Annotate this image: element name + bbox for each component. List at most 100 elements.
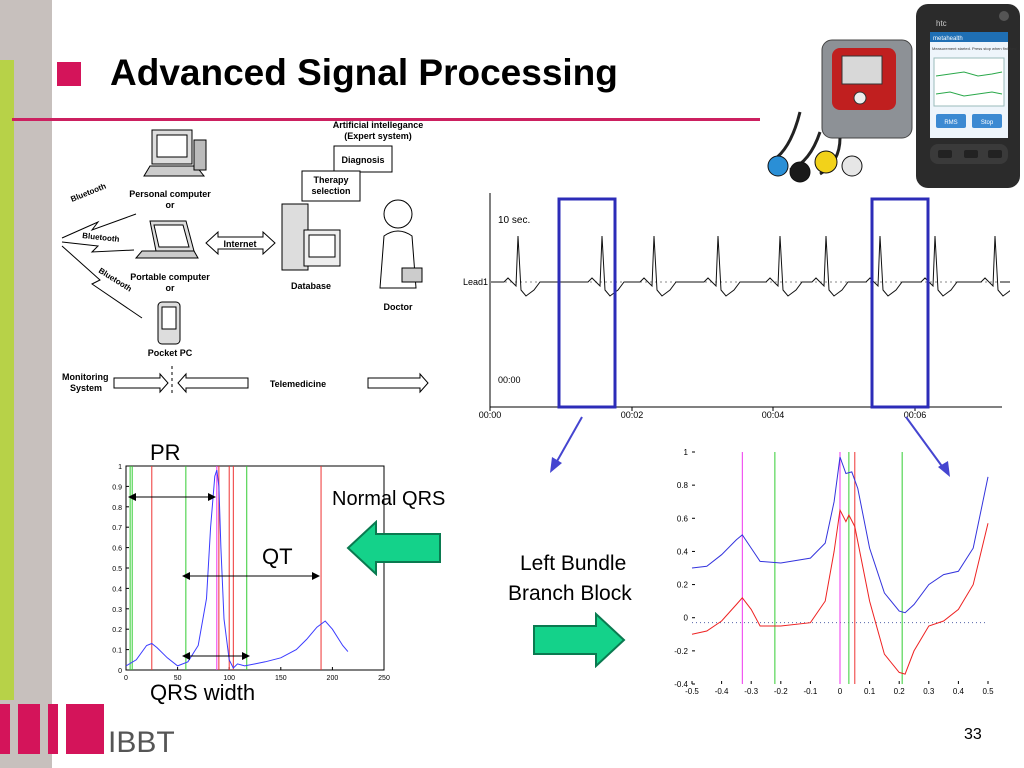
- phone-stop-button[interactable]: [972, 114, 1002, 128]
- title-bullet-square: [57, 62, 81, 86]
- smartphone: htc metahealth Measurement started. Pres…: [916, 4, 1020, 188]
- telemedicine-label: Telemedicine: [270, 379, 326, 389]
- internet-arrow: [205, 230, 276, 256]
- ai-header-line1: Artificial intellegance: [333, 120, 424, 130]
- pr-label: PR: [150, 440, 181, 465]
- x-tick-label: 0: [838, 687, 843, 696]
- y-tick-label: 0.6: [677, 514, 689, 523]
- diagnosis-label: Diagnosis: [341, 155, 384, 165]
- ecg-x-tick-2: 00:04: [762, 410, 785, 420]
- y-tick-label: 1: [118, 464, 122, 471]
- therapy-label-line2: selection: [311, 186, 350, 196]
- ibbt-logo: IBBT: [0, 704, 175, 759]
- y-tick-label: 0.6: [112, 546, 122, 553]
- laptop-icon: [134, 220, 199, 259]
- x-tick-label: 100: [223, 675, 235, 682]
- pc-label-line1: Personal computer: [129, 189, 211, 199]
- green-arrow-right-icon: [533, 612, 626, 668]
- slide-title: Advanced Signal Processing: [110, 52, 618, 93]
- y-tick-label: -0.2: [674, 647, 688, 656]
- lbbb-beat-highlight: [870, 197, 930, 409]
- phone-rms-label: RMS: [944, 120, 957, 126]
- y-tick-label: 0.2: [677, 581, 689, 590]
- phone-rms-button[interactable]: [936, 114, 966, 128]
- ecg-x-tick-1: 00:02: [621, 410, 644, 420]
- series-line-1: [691, 508, 989, 675]
- series-line-0: [125, 469, 349, 669]
- doctor-label: Doctor: [384, 302, 413, 312]
- x-tick-label: -0.4: [715, 687, 729, 696]
- y-tick-label: 0.4: [677, 547, 689, 556]
- ecg-device-photo: htc metahealth Measurement started. Pres…: [767, 4, 1020, 188]
- monitoring-arrow: [113, 372, 169, 394]
- phone-brand: htc: [936, 19, 947, 28]
- green-arrow-left-icon: [346, 520, 441, 576]
- ecg-duration-label: 10 sec.: [498, 215, 530, 226]
- ecg-trace-line: [491, 235, 1010, 297]
- title-underline: [12, 118, 760, 121]
- y-tick-label: 0.9: [112, 484, 122, 491]
- database-icon: [281, 203, 341, 271]
- personal-computer-icon: [143, 129, 207, 177]
- ecg-lead-label: Lead1: [463, 277, 488, 287]
- y-tick-label: 0.1: [112, 648, 122, 655]
- holter-recorder-icon: [767, 39, 913, 183]
- bluetooth-bolt-2: [61, 241, 135, 253]
- y-tick-label: 0.3: [112, 607, 122, 614]
- x-tick-label: 50: [174, 675, 182, 682]
- normal-callout-arrow: [555, 416, 583, 464]
- doctor-icon: [379, 199, 423, 289]
- internet-label: Internet: [223, 239, 256, 249]
- x-tick-label: 150: [275, 675, 287, 682]
- y-tick-label: 1: [684, 448, 689, 457]
- x-tick-label: 0: [124, 675, 128, 682]
- bluetooth-bolt-3: [61, 245, 143, 319]
- normal-qrs-pointer: [346, 520, 441, 576]
- interval-annotations: [128, 493, 320, 660]
- portable-label-line1: Portable computer: [130, 272, 210, 282]
- x-tick-label: 200: [327, 675, 339, 682]
- ai-header-line2: (Expert system): [344, 131, 412, 141]
- telemedicine-diagram: Artificial intellegance (Expert system) …: [61, 120, 429, 396]
- bluetooth-label-2: Bluetooth: [82, 231, 120, 244]
- phone-app-title: metahealth: [933, 36, 963, 42]
- monitoring-label-line2: System: [70, 383, 102, 393]
- therapy-box: [301, 170, 361, 202]
- x-tick-label: 0.2: [894, 687, 906, 696]
- database-label: Database: [291, 281, 331, 291]
- bluetooth-label-3: Bluetooth: [97, 266, 134, 293]
- x-tick-label: 250: [378, 675, 390, 682]
- callout-arrows: [550, 416, 950, 477]
- normal-qrs-label: Normal QRS: [332, 488, 446, 510]
- y-tick-label: 0.5: [112, 566, 122, 573]
- lbbb-label-line2: Branch Block: [508, 582, 632, 605]
- diagnosis-box: [333, 145, 393, 173]
- lbbb-label-line1: Left Bundle: [520, 552, 627, 575]
- y-tick-label: -0.4: [674, 680, 688, 689]
- x-tick-label: -0.2: [774, 687, 788, 696]
- x-tick-label: -0.1: [804, 687, 818, 696]
- telemedicine-arrow-left: [177, 372, 249, 394]
- series-line-0: [691, 456, 989, 614]
- y-tick-label: 0.2: [112, 627, 122, 634]
- left-accent-stripe: [0, 60, 14, 700]
- phone-status-text: Measurement started. Press stop when fin…: [932, 46, 1017, 51]
- pocket-pc-label: Pocket PC: [148, 348, 193, 358]
- ecg-strip-chart: 10 sec. Lead1 00:00 00:00 00:02 00:04 00…: [463, 193, 1010, 420]
- y-tick-label: 0.4: [112, 586, 122, 593]
- phone-stop-label: Stop: [981, 120, 994, 126]
- page-number: 33: [964, 726, 982, 743]
- qt-label: QT: [262, 544, 293, 569]
- ecg-x-tick-0: 00:00: [479, 410, 502, 420]
- x-tick-label: 0.1: [864, 687, 876, 696]
- y-tick-label: 0: [118, 668, 122, 675]
- ecg-inner-time: 00:00: [498, 375, 521, 385]
- monitoring-label-line1: Monitoring: [62, 372, 109, 382]
- y-tick-label: 0: [684, 614, 689, 623]
- x-tick-label: 0.5: [982, 687, 994, 696]
- pc-label-line2: or: [166, 200, 175, 210]
